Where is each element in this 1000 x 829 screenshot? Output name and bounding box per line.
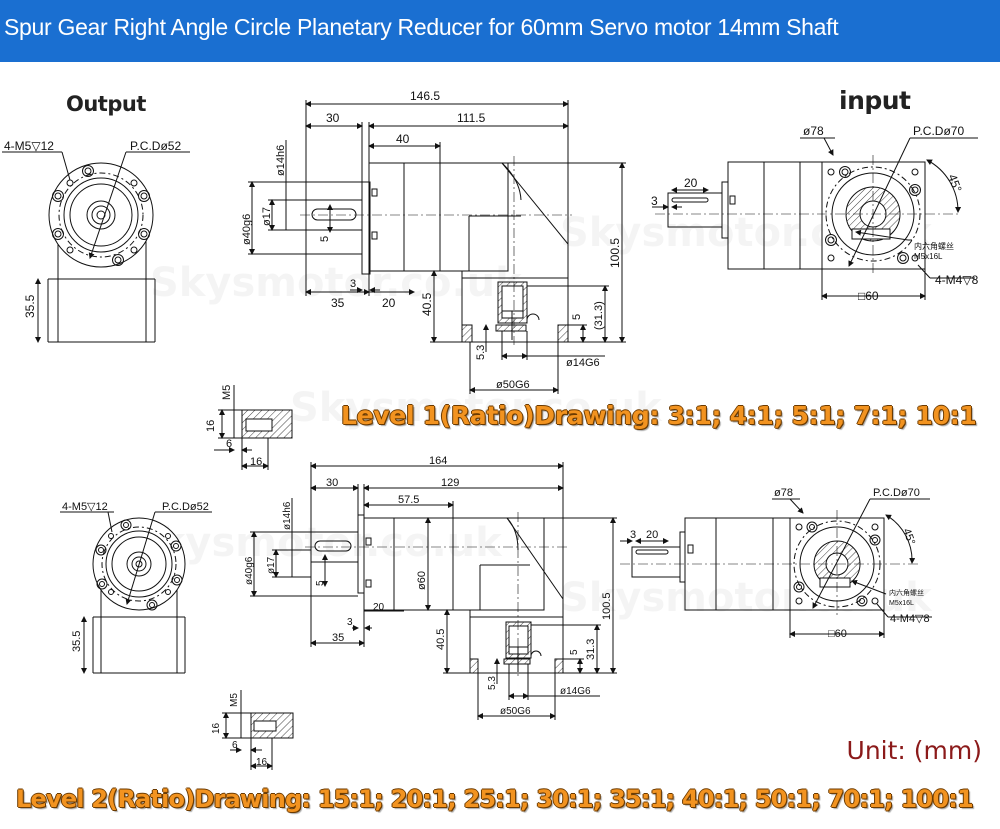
title-banner: Spur Gear Right Angle Circle Planetary R… bbox=[0, 0, 1000, 62]
l1-flange-thickness: 3 bbox=[350, 278, 356, 290]
l2-side-view bbox=[250, 462, 617, 720]
l1-detail-16: 16 bbox=[250, 456, 262, 468]
l2-input-view bbox=[620, 498, 932, 638]
input-view-title: input bbox=[839, 86, 911, 115]
l2-dim-35: 35 bbox=[332, 632, 344, 644]
l2-body-dia: ø60 bbox=[416, 571, 428, 590]
l2-mount-holes: 4-M4▽8 bbox=[890, 613, 930, 625]
l2-dim-5-3: 5.3 bbox=[487, 676, 498, 690]
l1-shaft-length: 30 bbox=[326, 111, 340, 125]
l1-input-pcd: P.C.Dø70 bbox=[913, 124, 964, 138]
l1-input-bore: ø14G6 bbox=[566, 357, 600, 369]
page-title: Spur Gear Right Angle Circle Planetary R… bbox=[4, 14, 839, 40]
l1-detail-depth: 16 bbox=[205, 420, 217, 432]
l2-detail-depth: 16 bbox=[211, 722, 222, 734]
l1-screw-cn: 内六角螺丝 bbox=[914, 241, 954, 251]
l1-input-pilot: ø50G6 bbox=[496, 379, 530, 391]
l1-mount-holes: 4-M4▽8 bbox=[935, 273, 979, 287]
l1-screw-spec: M5x16L bbox=[914, 252, 943, 261]
l2-detail-6: 6 bbox=[232, 740, 238, 751]
l2-detail-16: 16 bbox=[256, 757, 268, 768]
l1-overall-length: 146.5 bbox=[410, 89, 440, 103]
output-view-title: Output bbox=[66, 92, 146, 116]
l1-tapped-detail bbox=[214, 385, 293, 470]
l1-square: □60 bbox=[858, 289, 879, 303]
l2-input-pcd: P.C.Dø70 bbox=[873, 487, 920, 499]
l1-key-dim: 5 bbox=[319, 236, 331, 242]
l1-input-outer-dia: ø78 bbox=[803, 124, 824, 138]
l2-screw-spec: M5x16L bbox=[889, 600, 914, 607]
l1-dim-31-3: (31.3) bbox=[593, 301, 605, 330]
l2-input-shaft-3: 3 bbox=[630, 529, 636, 541]
l2-dim-31-3: 31.3 bbox=[585, 639, 597, 660]
l1-input-view bbox=[652, 137, 978, 300]
l1-body-length: 111.5 bbox=[457, 111, 486, 125]
l1-dim-35: 35 bbox=[331, 296, 345, 310]
l2-detail-thread: M5 bbox=[229, 693, 240, 707]
l2-dim-5: 5 bbox=[569, 649, 580, 655]
l1-output-height: 35.5 bbox=[23, 294, 37, 318]
l1-dim-5-3: 5.3 bbox=[475, 345, 487, 360]
l1-flange-dia: ø40g6 bbox=[241, 214, 253, 245]
l1-input-angle: 45° bbox=[945, 172, 964, 194]
l2-output-pcd: P.C.Dø52 bbox=[162, 501, 209, 513]
l2-key-width: ø17 bbox=[266, 556, 277, 574]
l1-input-shaft-20: 20 bbox=[684, 176, 698, 190]
l2-square: □60 bbox=[828, 628, 847, 640]
l1-input-shaft-3: 3 bbox=[651, 194, 658, 208]
l2-input-bore: ø14G6 bbox=[560, 686, 591, 697]
l2-key-dim: 5 bbox=[315, 580, 326, 586]
l2-output-height: 35.5 bbox=[71, 631, 83, 652]
l1-stage-length: 40 bbox=[396, 132, 410, 146]
l2-input-angle: 45° bbox=[900, 527, 917, 547]
l2-output-bolt-holes: 4-M5▽12 bbox=[62, 501, 108, 513]
l2-tapped-detail bbox=[222, 690, 294, 770]
l2-flange-thickness: 3 bbox=[347, 617, 353, 628]
l2-shaft-dia: ø14h6 bbox=[282, 501, 293, 530]
l1-output-bolt-holes: 4-M5▽12 bbox=[4, 139, 54, 153]
level2-ratio-caption: Level 2(Ratio)Drawing: 15:1; 20:1; 25:1;… bbox=[16, 785, 974, 813]
l2-overall-length: 164 bbox=[429, 455, 447, 467]
l2-output-view bbox=[60, 511, 212, 674]
unit-note: Unit: (mm) bbox=[846, 736, 982, 765]
l2-input-pilot: ø50G6 bbox=[500, 706, 531, 717]
l2-shaft-length: 30 bbox=[326, 477, 338, 489]
l2-height: 100.5 bbox=[601, 592, 613, 620]
l1-height: 100.5 bbox=[608, 238, 622, 268]
l1-dim-40-5: 40.5 bbox=[420, 292, 434, 316]
l1-output-view bbox=[2, 151, 190, 343]
l2-input-shaft-20: 20 bbox=[646, 529, 658, 541]
l2-screw-cn: 内六角螺丝 bbox=[889, 588, 924, 597]
l1-detail-6: 6 bbox=[226, 438, 232, 450]
l2-stage-length: 57.5 bbox=[398, 494, 419, 506]
l1-key-width: ø17 bbox=[261, 207, 273, 226]
l1-dim-5: 5 bbox=[571, 314, 583, 320]
l1-side-view bbox=[248, 100, 626, 394]
l2-body-length: 129 bbox=[441, 477, 459, 489]
l2-flange-dia: ø40g6 bbox=[244, 556, 255, 585]
l1-output-pcd: P.C.Dø52 bbox=[130, 139, 181, 153]
l2-dim-20: 20 bbox=[373, 602, 385, 613]
l2-dim-40-5: 40.5 bbox=[435, 629, 447, 650]
l2-input-outer-dia: ø78 bbox=[774, 487, 793, 499]
l1-detail-thread: M5 bbox=[221, 385, 233, 400]
l1-dim-20: 20 bbox=[382, 296, 396, 310]
l1-shaft-dia: ø14h6 bbox=[275, 145, 287, 176]
level1-ratio-caption: Level 1(Ratio)Drawing: 3:1; 4:1; 5:1; 7:… bbox=[341, 401, 977, 430]
